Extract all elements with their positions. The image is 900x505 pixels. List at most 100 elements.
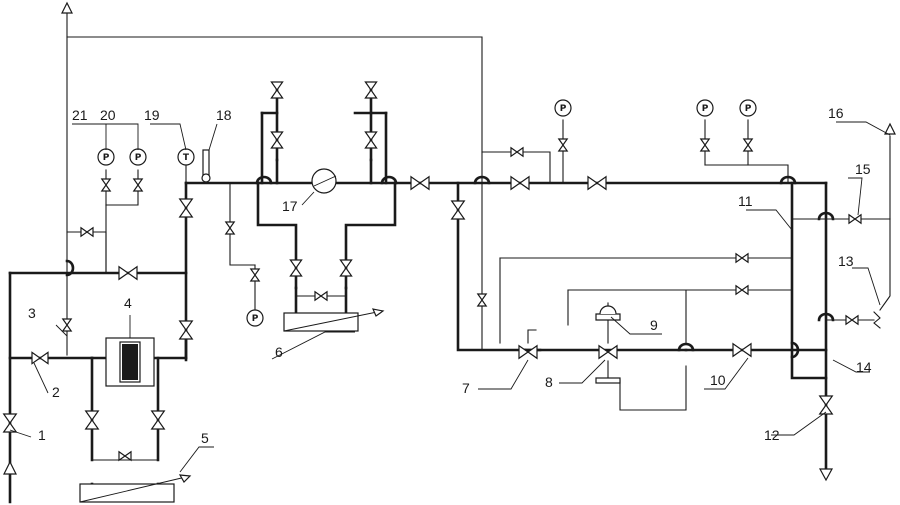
flow-arrow-icon — [178, 474, 192, 483]
valve-actuator-7 — [527, 329, 537, 344]
callout-2: 2 — [52, 384, 60, 400]
heat-exchanger-icon-6 — [283, 312, 359, 332]
thermometer-icon-18 — [202, 149, 210, 177]
pipe-crossover-8 — [817, 211, 835, 221]
relief-valve-13 — [873, 311, 881, 329]
gate-valve-icon-21 — [249, 268, 261, 282]
aux-pipe-37 — [229, 182, 256, 266]
gate-valve-icon-36 — [818, 395, 834, 415]
instrument-letter: P — [252, 314, 259, 324]
instrument-letter: P — [103, 153, 110, 163]
callout-leader — [478, 359, 529, 390]
aux-pipe-63 — [879, 218, 891, 311]
gate-valve-icon-29 — [699, 138, 711, 152]
callout-3: 3 — [28, 305, 36, 321]
gate-valve-icon-14 — [270, 131, 284, 149]
callout-16: 16 — [828, 105, 844, 121]
flow-arrow-icon — [3, 460, 17, 475]
gate-valve-icon-22 — [410, 175, 430, 191]
callout-leader — [704, 357, 749, 390]
aux-pipe-42 — [481, 151, 551, 184]
instrument-letter: P — [135, 153, 142, 163]
instrument-letter: P — [560, 104, 567, 114]
callout-leader — [208, 123, 218, 151]
callout-18: 18 — [216, 107, 232, 123]
instrument-dial — [554, 99, 572, 117]
gate-valve-icon-37 — [848, 213, 862, 225]
control-valve-icon-9 — [595, 313, 621, 321]
flow-arrow-icon — [818, 468, 834, 482]
callout-leader — [836, 121, 891, 136]
callout-leader — [559, 359, 606, 384]
callout-leader — [271, 331, 355, 360]
instrument-dial — [246, 309, 264, 327]
callout-leader — [72, 123, 107, 150]
callout-20: 20 — [100, 107, 116, 123]
gate-valve-icon-24 — [476, 293, 488, 307]
callout-12: 12 — [764, 427, 780, 443]
aux-pipe-17 — [105, 169, 139, 206]
callout-leaders — [9, 121, 891, 473]
aux-pipe-52 — [619, 365, 687, 411]
aux-pipe-53 — [567, 289, 687, 344]
heat-exchanger-icon-5 — [79, 483, 175, 503]
gate-valve-icon-23 — [450, 200, 466, 220]
thermo-bulb — [201, 173, 211, 183]
instrument-letter: T — [183, 153, 190, 163]
gate-valve-icon-30 — [742, 138, 754, 152]
gate-valve-icon-16 — [364, 131, 378, 149]
gate-valve-icon-12 — [118, 450, 132, 462]
pipe-crossover-1 — [65, 259, 75, 277]
pressure-gauge-icon-7: P — [739, 99, 757, 117]
gate-valve-icon-18 — [339, 259, 353, 277]
main-pipelines — [8, 82, 835, 504]
gate-valve-icon-35 — [735, 284, 749, 296]
aux-pipe-2 — [66, 36, 483, 184]
gate-valve-icon-17 — [289, 259, 303, 277]
gate-valve-icon-10 — [84, 410, 100, 430]
gate-valve-icon-26 — [510, 175, 530, 191]
gate-valve-icon-19 — [314, 290, 328, 302]
gate-valve-icon-3 — [132, 178, 144, 192]
callout-6: 6 — [275, 344, 283, 360]
callout-10: 10 — [710, 372, 726, 388]
gate-valve-icon-28 — [557, 138, 569, 152]
diaphragm — [599, 305, 617, 315]
pressure-gauge-icon-6: P — [696, 99, 714, 117]
callout-7: 7 — [462, 380, 470, 396]
callout-leader — [746, 209, 793, 231]
gate-valve-icon-1 — [80, 226, 94, 238]
callout-9: 9 — [650, 317, 658, 333]
callout-leader — [610, 316, 662, 335]
equipment — [3, 1, 896, 503]
callout-leader — [55, 324, 68, 337]
callout-19: 19 — [144, 107, 160, 123]
gate-valve-icon-13 — [270, 81, 284, 99]
main-pipe-24 — [344, 181, 397, 290]
callout-leader — [832, 359, 870, 373]
gate-valve-icon-27 — [587, 175, 607, 191]
gate-valve-icon-8 — [31, 351, 49, 365]
callout-15: 15 — [855, 161, 871, 177]
gate-valve-icon-7 — [61, 318, 73, 332]
thermometer-icon-3: T — [177, 148, 195, 166]
main-pipe-23 — [256, 181, 298, 290]
gate-valve-icon-25 — [510, 146, 524, 158]
exchanger-arrow — [79, 475, 191, 503]
callout-4: 4 — [124, 295, 132, 311]
gate-valve-icon-11 — [150, 410, 166, 430]
callout-17: 17 — [282, 198, 298, 214]
callout-leader — [179, 446, 214, 473]
callout-11: 11 — [738, 193, 753, 209]
gate-valve-icon-33 — [732, 342, 752, 358]
callout-21: 21 — [72, 107, 88, 123]
gate-valve-icon-20 — [224, 221, 236, 235]
flow-arrow-icon — [884, 122, 896, 135]
gate-valve-icon-15 — [364, 81, 378, 99]
callout-14: 14 — [856, 359, 872, 375]
pressure-gauge-icon-5: P — [554, 99, 572, 117]
main-pipe-40 — [456, 181, 527, 352]
callout-8: 8 — [545, 374, 553, 390]
